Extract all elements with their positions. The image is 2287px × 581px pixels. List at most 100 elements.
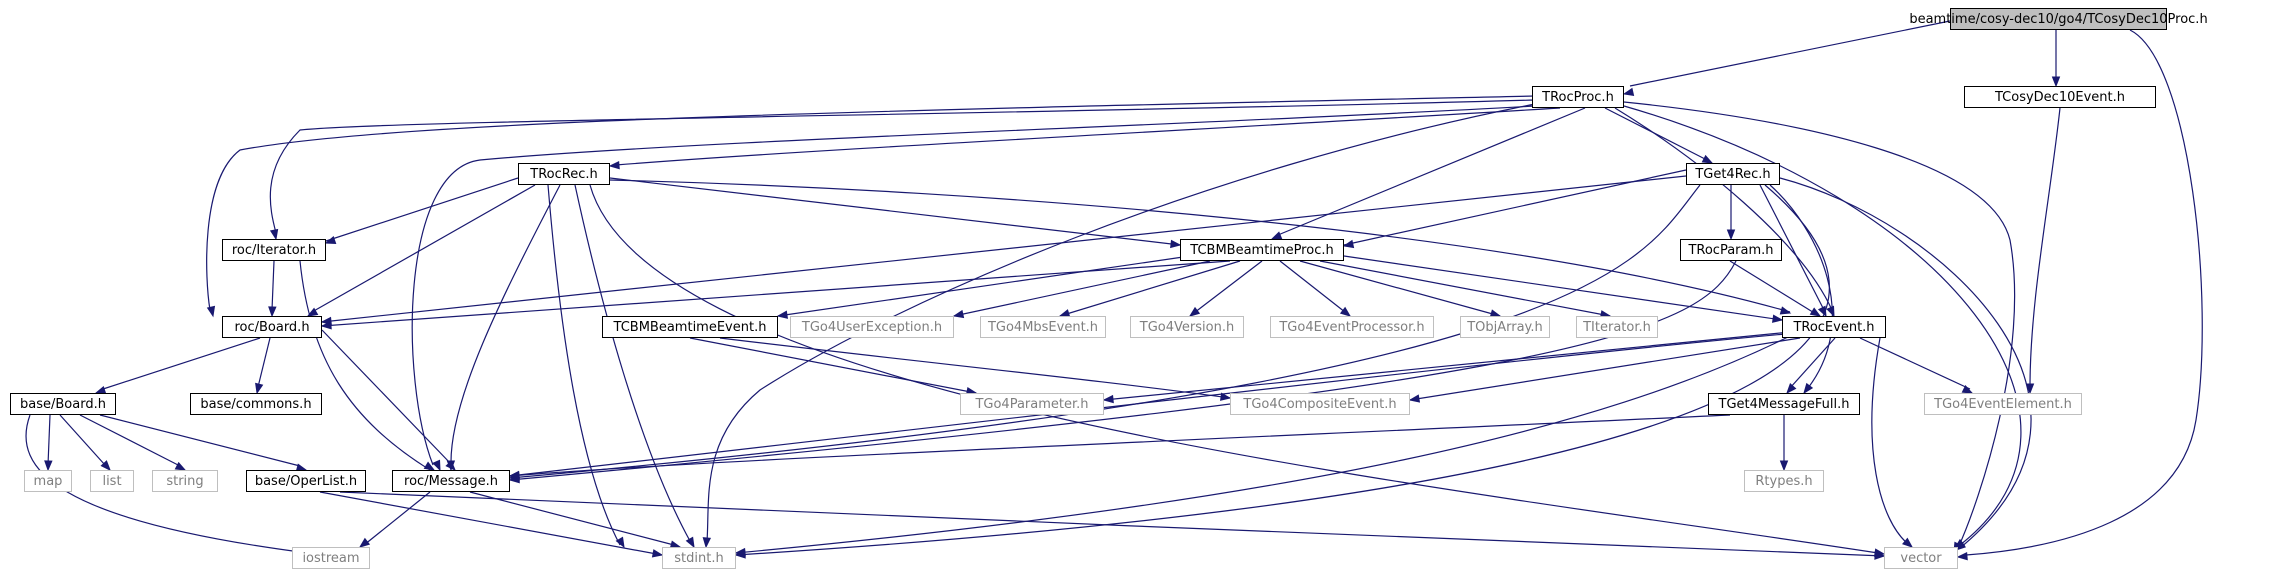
node-map: map (24, 470, 72, 492)
edge-arrowhead (776, 310, 789, 319)
edge-arrowhead (1102, 394, 1114, 404)
dependency-edge (325, 177, 519, 242)
node-titerator-h: TIterator.h (1576, 316, 1658, 338)
edge-arrowhead (100, 460, 111, 472)
node-tobjarray-h: TObjArray.h (1460, 316, 1550, 338)
edge-arrowhead (206, 305, 216, 318)
dependency-edge (99, 414, 301, 467)
node-roc-message-h[interactable]: roc/Message.h (392, 470, 510, 492)
dependency-edge (269, 99, 1536, 234)
edge-arrowhead (1779, 460, 1789, 472)
node-tcosydec10proc-h: beamtime/cosy-dec10/go4/TCosyDec10Proc.h (1909, 8, 2208, 30)
dependency-edge (1965, 29, 2203, 556)
edge-arrowhead (1408, 394, 1421, 403)
node-base-operlist-h[interactable]: base/OperList.h (246, 470, 366, 492)
node-tgo4version-h: TGo4Version.h (1130, 316, 1244, 338)
dependency-edge (1103, 331, 1791, 401)
dependency-edge (450, 184, 561, 465)
dependency-edge (1789, 337, 1836, 389)
node-tcbmbeamtimeevent-h[interactable]: TCBMBeamtimeEvent.h (602, 316, 778, 338)
dependency-edge (615, 107, 1561, 166)
dependency-edge (1623, 101, 2016, 549)
edge-arrowhead (1188, 306, 1201, 317)
dependency-edge (1189, 260, 1263, 317)
edge-arrowhead (1902, 537, 1914, 548)
edge-arrowhead (734, 547, 746, 557)
dependency-edge (735, 335, 1791, 554)
dependency-edge (547, 184, 621, 546)
dependency-edge (1059, 260, 1241, 317)
dependency-edge (1623, 105, 2022, 546)
dependency-edge (257, 337, 271, 388)
node-tcosydec10event-h[interactable]: TCosyDec10Event.h (1964, 86, 2156, 108)
node-trocproc-h[interactable]: TRocProc.h (1532, 86, 1624, 108)
dependency-edge (1279, 260, 1351, 317)
edge-arrowhead (268, 306, 277, 318)
edge-arrowhead (2051, 76, 2061, 88)
edge-arrowhead (1771, 314, 1784, 323)
edge-arrowhead (44, 460, 53, 472)
dependency-edge (1629, 20, 1951, 87)
edge-arrowhead (1809, 307, 1822, 317)
node-tgo4mbsevent-h: TGo4MbsEvent.h (980, 316, 1106, 338)
edge-arrowhead (608, 160, 620, 170)
edge-arrowhead (1961, 385, 1974, 394)
dependency-edge (1614, 107, 1833, 311)
edge-arrowhead (324, 235, 337, 244)
edge-arrowhead (432, 459, 441, 472)
dependency-edge (1409, 337, 1801, 401)
dependency-edge (321, 329, 453, 466)
node-tget4rec-h[interactable]: TGet4Rec.h (1686, 163, 1780, 185)
node-trocparam-h[interactable]: TRocParam.h (1680, 239, 1782, 261)
dependency-edge (609, 177, 1181, 246)
edge-arrowhead (1339, 306, 1352, 317)
node-rtypes-h: Rtypes.h (1744, 470, 1824, 492)
dependency-edge (574, 184, 691, 542)
dependency-edge (1759, 184, 1825, 311)
dependency-edge (79, 414, 181, 467)
edge-arrowhead (269, 228, 279, 241)
dependency-edge (1299, 260, 1501, 317)
dependency-edge (47, 414, 51, 466)
dependency-edge (719, 337, 1231, 399)
node-tcbmbeamtimeproc-h[interactable]: TCBMBeamtimeProc.h (1180, 239, 1344, 261)
edge-arrowhead (1170, 239, 1182, 249)
edge-arrowhead (423, 461, 436, 471)
node-stdint-h: stdint.h (662, 547, 736, 569)
edge-arrowhead (358, 537, 371, 548)
dependency-edge (299, 260, 431, 471)
dependency-edge (509, 260, 1737, 481)
dependency-edge (509, 333, 1786, 477)
dependency-edge (363, 491, 431, 546)
edge-arrowhead (1270, 231, 1283, 240)
edge-arrowhead (1701, 154, 1714, 164)
node-roc-board-h[interactable]: roc/Board.h (222, 316, 322, 338)
edge-arrowhead (651, 549, 664, 558)
dependency-edge (609, 179, 1791, 313)
node-tgo4userexception-h: TGo4UserException.h (790, 316, 954, 338)
dependency-edge (411, 105, 1536, 466)
dependency-edge (1779, 177, 2032, 549)
node-base-commons-h[interactable]: base/commons.h (190, 393, 322, 415)
edge-arrowhead (174, 461, 187, 471)
dependency-edge (1343, 255, 1783, 321)
node-tgo4eventprocessor-h: TGo4EventProcessor.h (1270, 316, 1434, 338)
dependency-edge (271, 260, 275, 311)
edge-arrowhead (1874, 551, 1886, 560)
dependency-edge (319, 491, 663, 556)
edge-arrowhead (952, 309, 965, 319)
node-tgo4eventelement-h: TGo4EventElement.h (1924, 393, 2082, 415)
dependency-edge (777, 255, 1191, 317)
node-iostream: iostream (292, 547, 370, 569)
node-roc-iterator-h[interactable]: roc/Iterator.h (222, 239, 326, 261)
dependency-edge (1871, 337, 1909, 545)
edge-arrowhead (508, 470, 520, 480)
node-base-board-h[interactable]: base/Board.h (10, 393, 116, 415)
node-tget4messagefull-h[interactable]: TGet4MessageFull.h (1708, 393, 1860, 415)
edge-arrowhead (702, 537, 712, 549)
node-trocevent-h[interactable]: TRocEvent.h (1782, 316, 1886, 338)
dependency-edge (206, 95, 1536, 311)
node-trocrec-h[interactable]: TRocRec.h (518, 163, 610, 185)
edge-arrowhead (445, 460, 456, 472)
